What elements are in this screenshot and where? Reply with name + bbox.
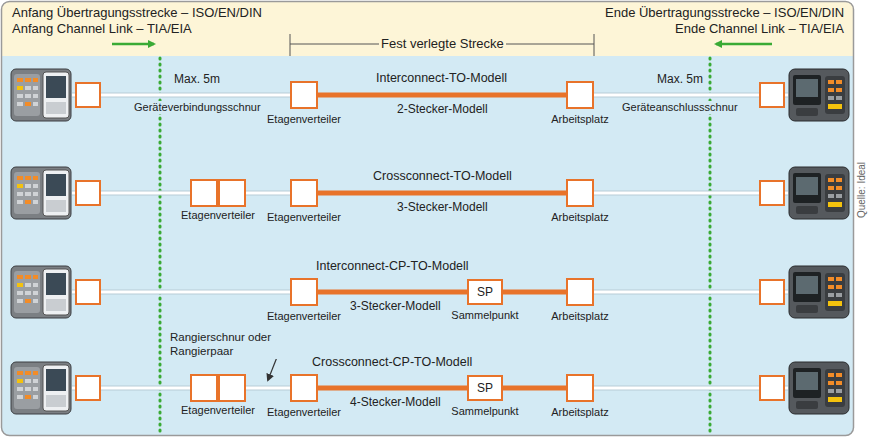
model-label: Crossconnect-CP-TO-Modell <box>310 355 474 370</box>
box-label: Etagenverteiler <box>265 211 343 224</box>
annotation-label: Geräteanschlussschnur <box>620 101 740 114</box>
annotation-label: 3-Stecker-Modell <box>348 299 443 313</box>
connector-box: Etagenverteiler <box>290 179 318 207</box>
box-label: Arbeitsplatz <box>549 310 610 323</box>
annotation-label: Ende Channel Link – TIA/EIA <box>673 21 846 37</box>
bracket-tick <box>290 34 291 56</box>
patch-panel <box>218 179 246 207</box>
connector-box: Etagenverteiler <box>290 81 318 109</box>
fixed-cable <box>503 388 566 389</box>
box-label: Etagenverteiler <box>265 310 343 323</box>
box-label: Sammelpunkt <box>449 405 520 418</box>
model-label: Crossconnect-TO-Modell <box>371 169 514 184</box>
connector-box: Etagenverteiler <box>290 278 318 306</box>
start-arrow <box>112 43 154 46</box>
source-note: Quelle: Ideal <box>856 160 868 220</box>
annotation-label: 3-Stecker-Modell <box>395 200 490 214</box>
device-cords <box>72 95 788 388</box>
annotation-label: Max. 5m <box>655 72 705 86</box>
end-arrow <box>716 43 772 46</box>
annotation-label: 4-Stecker-Modell <box>348 395 443 409</box>
patch-panel <box>190 179 218 207</box>
box-label: Sammelpunkt <box>449 309 520 322</box>
fixed-cable <box>318 292 467 293</box>
collection-point-box: SPSammelpunkt <box>467 375 503 401</box>
box-label: Etagenverteiler <box>265 406 343 419</box>
fixed-cable <box>318 193 566 194</box>
box-label: Arbeitsplatz <box>549 113 610 126</box>
patch-panel <box>218 374 246 402</box>
model-label: Interconnect-CP-TO-Modell <box>314 259 471 274</box>
tester-row <box>11 69 849 414</box>
fixed-cable <box>318 388 467 389</box>
frame <box>2 2 854 436</box>
bracket-tick <box>594 34 595 56</box>
fixed-cable <box>503 292 566 293</box>
box-text: SP <box>469 377 501 399</box>
annotation-label: Anfang Channel Link – TIA/EIA <box>10 21 194 37</box>
box-label: Arbeitsplatz <box>549 211 610 224</box>
patch-cord <box>246 193 290 194</box>
patch-panel-pair: Etagenverteiler <box>190 374 246 402</box>
annotation-label: Rangierschnur oder Rangierpaar <box>168 331 294 359</box>
collection-point-box: SPSammelpunkt <box>467 279 503 305</box>
patch-panel-pair: Etagenverteiler <box>190 179 246 207</box>
annotation-label: Fest verlegte Strecke <box>379 36 506 52</box>
box-label: Arbeitsplatz <box>549 406 610 419</box>
connector-box: Arbeitsplatz <box>566 374 594 402</box>
ground-panel <box>2 2 854 436</box>
patch-cord <box>246 388 290 389</box>
header-band <box>2 2 854 57</box>
patch-panel <box>190 374 218 402</box>
annotation-label: Max. 5m <box>172 72 222 86</box>
annotation-label: 2-Stecker-Modell <box>395 102 490 116</box>
connector-box: Arbeitsplatz <box>566 179 594 207</box>
annotation-label: Geräteverbindungsschnur <box>132 101 263 114</box>
annotation-label: Anfang Übertragungsstrecke – ISO/EN/DIN <box>10 5 264 21</box>
box-label: Etagenverteiler <box>179 209 257 222</box>
tester-port <box>76 83 784 400</box>
box-label: Etagenverteiler <box>179 404 257 417</box>
fixed-cable <box>318 95 566 96</box>
annotation-label: Ende Übertragungsstrecke – ISO/EN/DIN <box>603 5 846 21</box>
box-text: SP <box>469 281 501 303</box>
box-label: Etagenverteiler <box>265 113 343 126</box>
model-label: Interconnect-TO-Modell <box>374 71 509 86</box>
connector-box: Arbeitsplatz <box>566 278 594 306</box>
connector-box: Arbeitsplatz <box>566 81 594 109</box>
connector-box: Etagenverteiler <box>290 374 318 402</box>
